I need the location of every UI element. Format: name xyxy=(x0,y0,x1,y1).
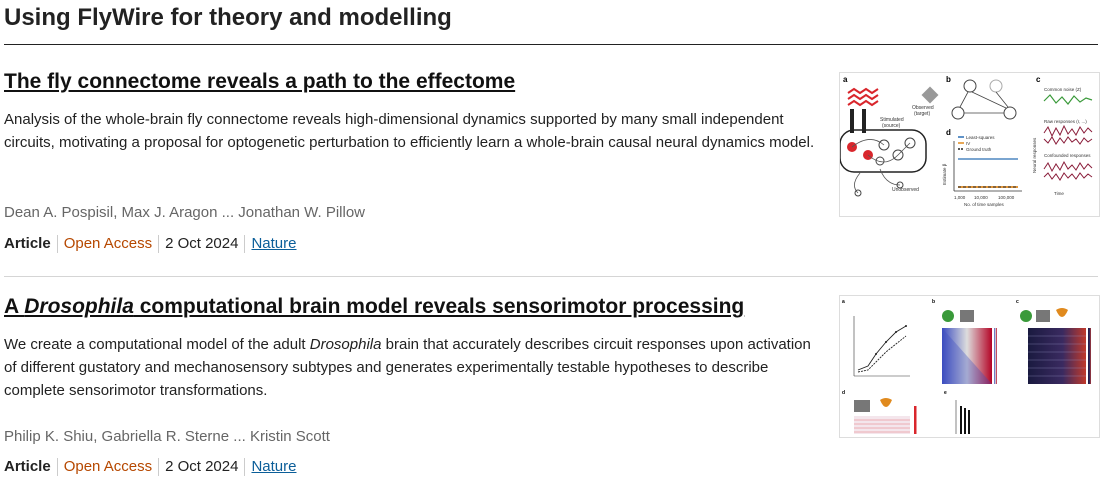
svg-text:Stimulated: Stimulated xyxy=(880,117,904,123)
svg-text:Estimate β: Estimate β xyxy=(942,163,947,185)
stimulus-light-icon xyxy=(847,87,879,107)
svg-text:100,000: 100,000 xyxy=(998,195,1015,200)
panel-label: a xyxy=(843,75,848,84)
connectome-figure-image: a b c d Observed (target xyxy=(840,75,1093,207)
svg-text:b: b xyxy=(932,299,935,305)
article-divider xyxy=(4,276,1098,277)
svg-text:Observed: Observed xyxy=(912,105,934,111)
svg-text:Time: Time xyxy=(1054,191,1064,196)
observed-electrode-icon xyxy=(921,86,939,104)
publish-date: 2 Oct 2024 xyxy=(158,458,244,476)
article-card: A Drosophila computational brain model r… xyxy=(4,295,1100,488)
article-abstract: Analysis of the whole-brain fly connecto… xyxy=(4,111,815,151)
section-rule xyxy=(4,44,1098,45)
svg-text:No. of time samples: No. of time samples xyxy=(964,202,1005,207)
svg-text:d: d xyxy=(842,390,845,396)
article-figure-thumbnail[interactable]: a b c d e xyxy=(839,295,1100,438)
svg-text:a: a xyxy=(842,299,845,305)
svg-text:e: e xyxy=(944,390,947,396)
open-access-badge: Open Access xyxy=(56,235,158,253)
brain-model-figure-image: a b c d e xyxy=(842,299,1091,434)
brain-outline xyxy=(840,129,927,173)
article-meta: Article Open Access 2 Oct 2024 Nature xyxy=(4,233,303,255)
svg-text:(target): (target) xyxy=(914,111,930,117)
svg-text:Unobserved: Unobserved xyxy=(892,187,919,193)
article-authors: Philip K. Shiu, Gabriella R. Sterne ... … xyxy=(4,428,330,445)
svg-text:Least-squares: Least-squares xyxy=(966,135,995,140)
article-card: The fly connectome reveals a path to the… xyxy=(4,70,1100,272)
article-meta: Article Open Access 2 Oct 2024 Nature xyxy=(4,456,303,478)
panel-label: c xyxy=(1036,75,1041,84)
panel-label: d xyxy=(946,128,951,137)
article-type: Article xyxy=(4,458,51,475)
journal-link[interactable]: Nature xyxy=(244,235,302,253)
open-access-badge: Open Access xyxy=(56,458,158,476)
publish-date: 2 Oct 2024 xyxy=(158,235,244,253)
journal-link[interactable]: Nature xyxy=(244,458,302,476)
svg-text:Raw responses (r, ...): Raw responses (r, ...) xyxy=(1044,119,1087,124)
article-figure-thumbnail[interactable]: a b c d Observed (target xyxy=(839,72,1100,217)
svg-text:Common noise (Z): Common noise (Z) xyxy=(1044,87,1082,92)
article-authors: Dean A. Pospisil, Max J. Aragon ... Jona… xyxy=(4,204,366,221)
svg-text:1,000: 1,000 xyxy=(954,195,966,200)
svg-text:IV: IV xyxy=(966,141,970,146)
svg-text:c: c xyxy=(1016,299,1019,305)
svg-text:Confounded responses: Confounded responses xyxy=(1044,153,1091,158)
svg-text:Neural responses: Neural responses xyxy=(1032,137,1037,173)
svg-text:(source): (source) xyxy=(882,123,901,129)
article-type: Article xyxy=(4,235,51,252)
article-abstract: We create a computational model of the a… xyxy=(4,336,811,399)
article-title-link[interactable]: The fly connectome reveals a path to the… xyxy=(4,70,516,93)
section-title: Using FlyWire for theory and modelling xyxy=(4,4,452,31)
svg-text:Ground truth: Ground truth xyxy=(966,147,992,152)
article-title-link[interactable]: A Drosophila computational brain model r… xyxy=(4,295,745,318)
svg-text:10,000: 10,000 xyxy=(974,195,988,200)
panel-label: b xyxy=(946,75,951,84)
